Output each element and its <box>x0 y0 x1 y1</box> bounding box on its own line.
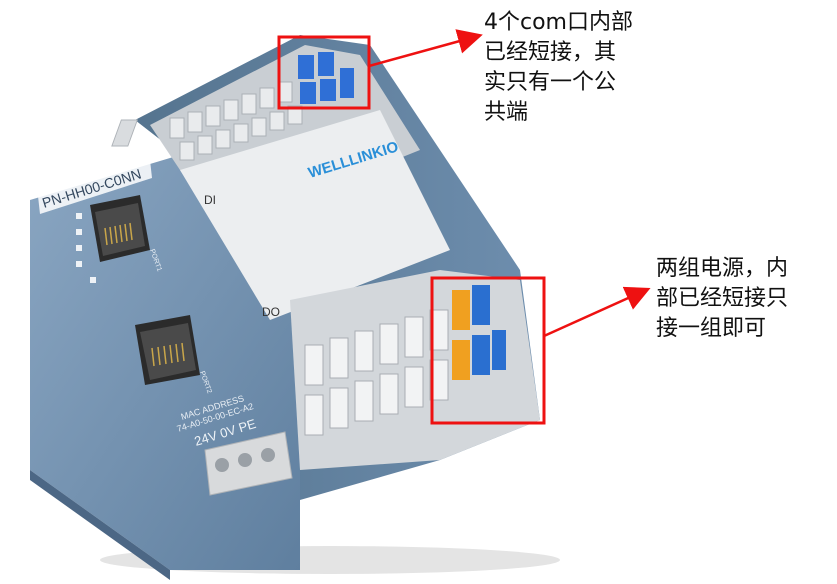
power-terminal-levers <box>452 285 506 380</box>
arrow-to-right-note <box>543 286 651 338</box>
port1-connector <box>90 195 150 262</box>
di-label: DI <box>204 193 216 207</box>
right-annotation: 两组电源，内 部已经短接只 接一组即可 <box>656 256 789 341</box>
highlight-box-com <box>277 35 371 110</box>
do-label: DO <box>262 305 280 319</box>
io-module <box>111 35 540 500</box>
arrow-to-top-note <box>368 29 483 68</box>
highlight-box-power <box>430 276 546 425</box>
power-terminal <box>204 431 293 496</box>
com-terminals-blue <box>298 52 354 104</box>
port2-connector <box>135 315 200 385</box>
top-annotation: 4个com口内部 已经短接，其 实只有一个公 共端 <box>484 10 633 125</box>
status-leds <box>76 213 96 283</box>
model-label <box>38 160 152 214</box>
